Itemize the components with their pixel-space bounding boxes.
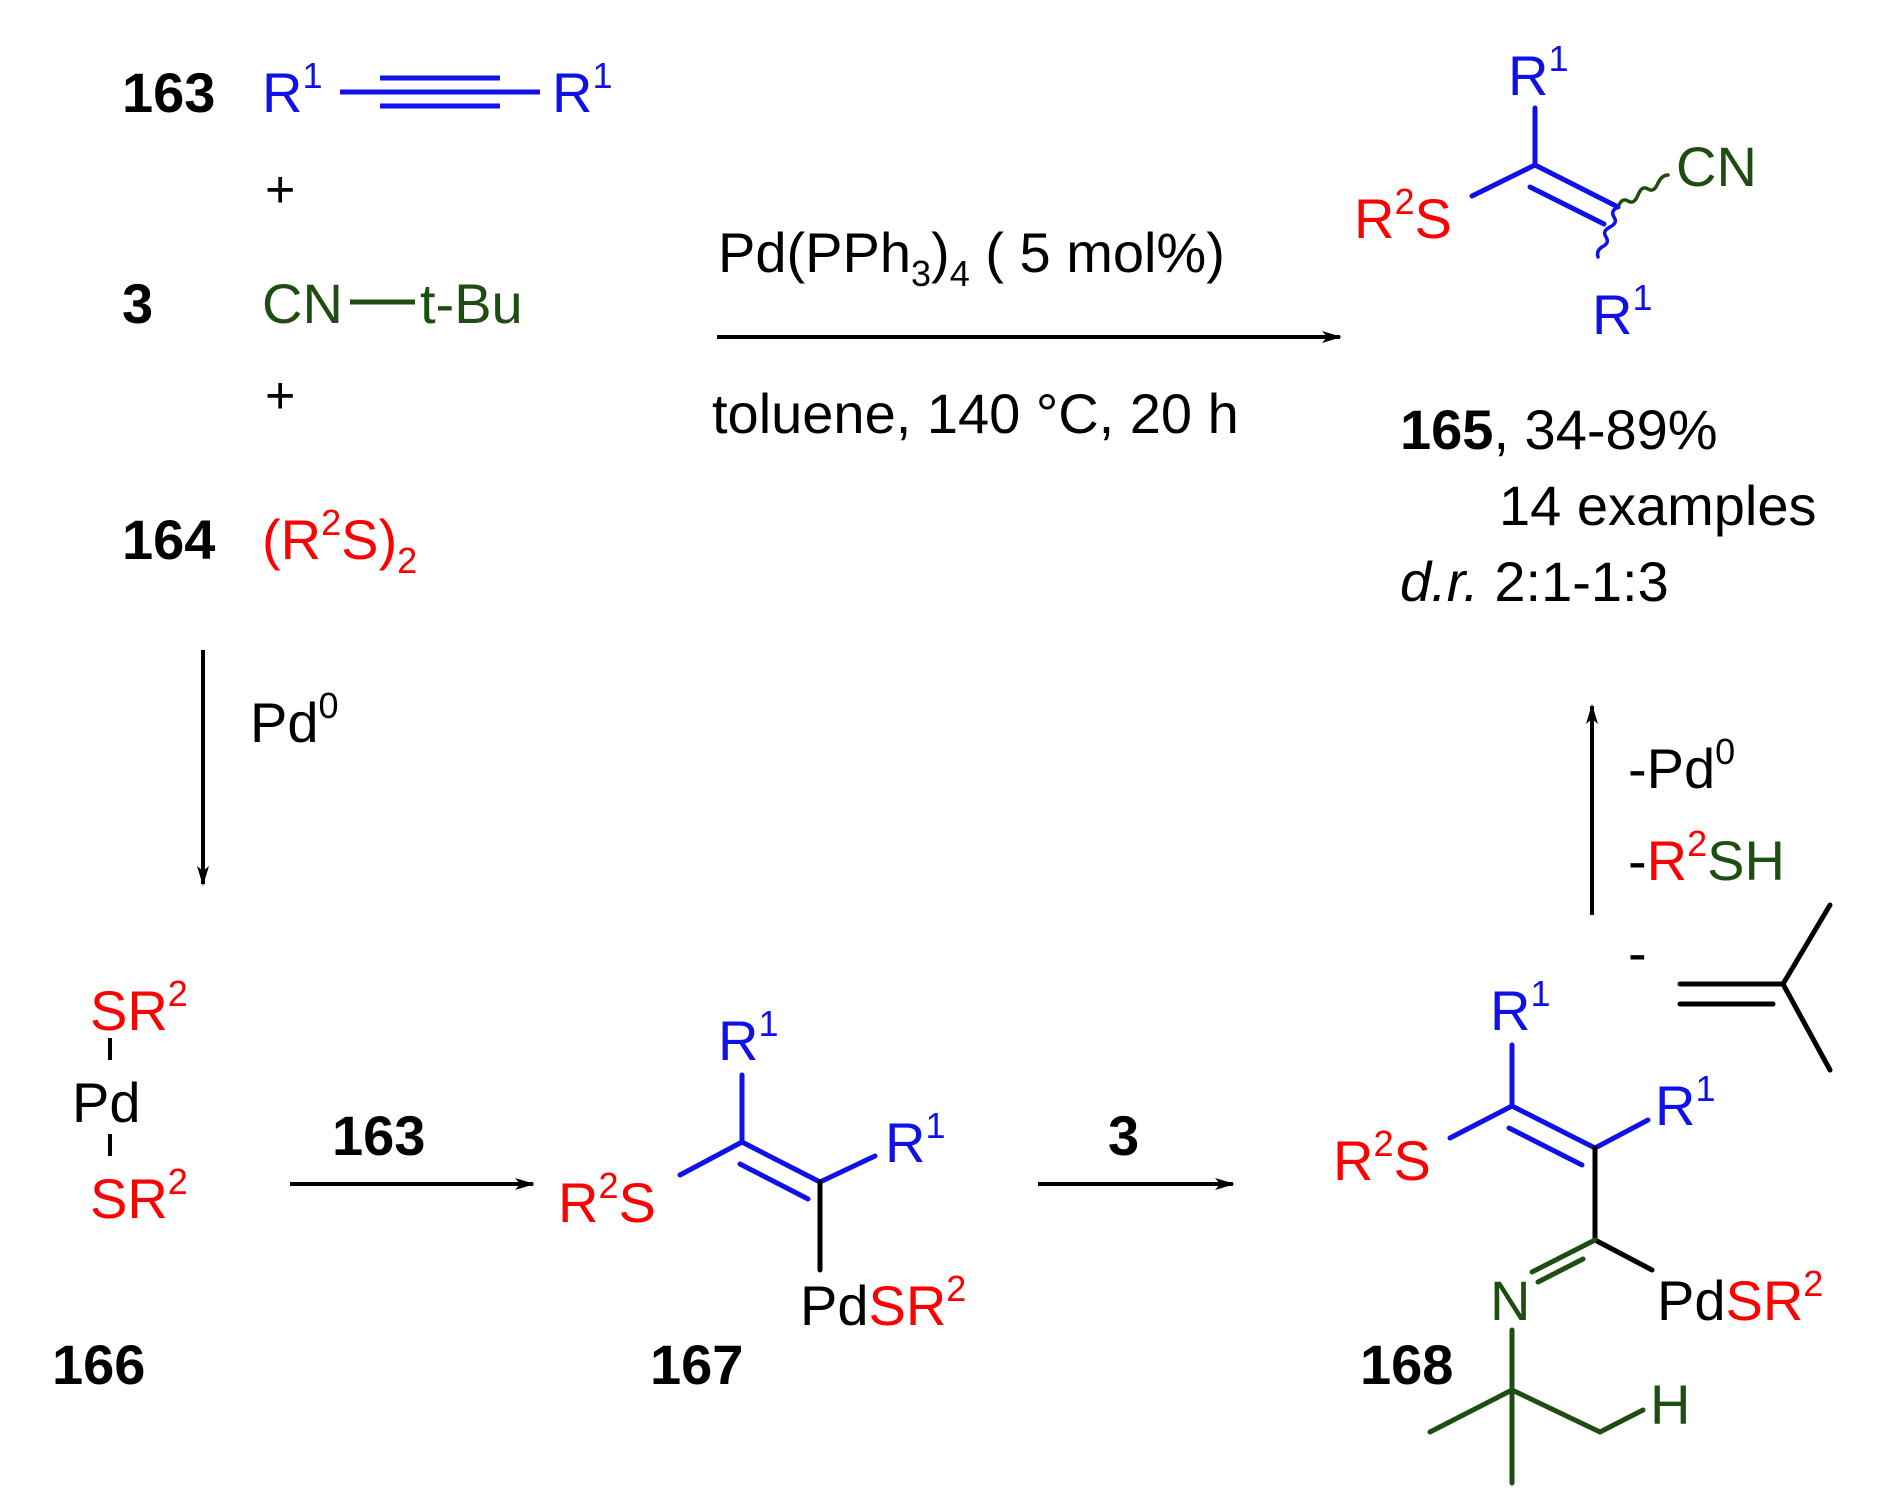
i167-r1-top: R1 [718,1003,778,1072]
product-dr: d.r. 2:1-1:3 [1400,550,1669,613]
i166-sr2-top: SR2 [90,973,188,1042]
i168-pdsr2-group: PdSR2 [1657,1263,1823,1332]
product-examples: 14 examples [1499,474,1817,537]
i168-h-atom: H [1650,1373,1690,1436]
compound-number-3: 3 [122,272,153,335]
product-r1-top: R1 [1508,38,1568,107]
alkyne-triple-bond [340,75,540,109]
i168-r1-right: R1 [1655,1068,1715,1137]
intermediate-166: SR2 Pd SR2 166 [52,973,188,1396]
product-r1-bottom: R1 [1592,277,1652,346]
intermediate-168: R1 R1 R2S PdSR2 N H 168 [1333,973,1823,1486]
i167-bonds [677,1072,878,1273]
product-cn-group: CN [1676,135,1757,198]
disulfide-formula: (R2S)2 [262,502,417,581]
intermediate-167: R1 R1 R2S PdSR2 167 [558,1003,966,1396]
step2-reagent-3: 3 [1108,1104,1139,1167]
i168-bonds [1427,1042,1655,1486]
wavy-bond-r1 [1595,205,1620,259]
reagent-alkyne-163: 163 R1 R1 [122,55,612,124]
step1-reagent-163: 163 [332,1104,425,1167]
i166-pd: Pd [72,1071,141,1134]
plus-sign-1: + [265,161,295,219]
compound-number-167: 167 [650,1333,743,1396]
product-yield: 165, 34-89% [1400,398,1718,461]
elim-alkene-minus: - [1628,921,1647,984]
i168-sr2-group: R2S [1333,1123,1431,1192]
i168-r1-top: R1 [1490,973,1550,1042]
alkyne-left-substituent: R1 [262,55,322,124]
wavy-bond-cn [1616,173,1670,209]
i166-sr2-bottom: SR2 [90,1161,188,1230]
reagent-isocyanide-3: 3 CN t-Bu [122,272,523,335]
catalyst-label: Pd(PPh3)4 ( 5 mol%) [718,221,1225,294]
i167-r1-right: R1 [885,1105,945,1174]
reagent-disulfide-164: 164 (R2S)2 [122,502,417,581]
compound-number-163: 163 [122,61,215,124]
alkyne-right-substituent: R1 [552,55,612,124]
isocyanide-tbu: t-Bu [420,272,523,335]
isocyanide-cn: CN [262,272,343,335]
product-bonds [1469,105,1670,259]
compound-number-166: 166 [52,1333,145,1396]
product-165-structure: R1 R2S CN R1 [1354,38,1757,346]
i167-pdsr2-group: PdSR2 [800,1268,966,1337]
pd0-label: Pd0 [250,685,339,754]
product-sr2-group: R2S [1354,181,1452,250]
compound-number-168: 168 [1360,1333,1453,1396]
conditions-label: toluene, 140 °C, 20 h [712,382,1239,445]
isobutene-structure [1677,902,1833,1073]
elim-pd0-label: -Pd0 [1628,731,1735,800]
plus-sign-2: + [265,367,295,425]
elim-thiol-label: -R2SH [1628,823,1785,892]
i168-imine-n: N [1490,1269,1530,1332]
compound-number-164: 164 [122,508,215,571]
i167-sr2-group: R2S [558,1165,656,1234]
